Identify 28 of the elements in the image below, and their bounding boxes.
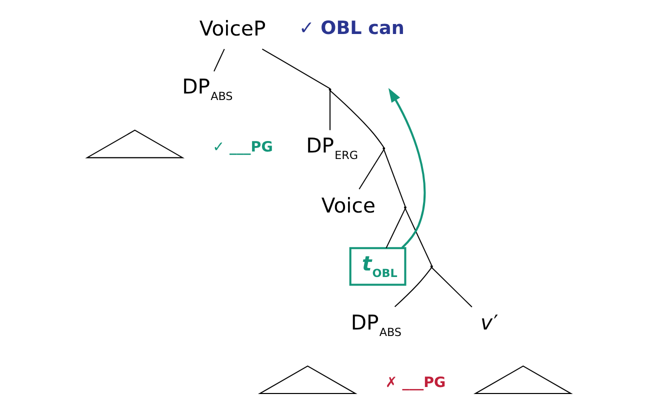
connector xyxy=(330,90,331,130)
node-point xyxy=(430,265,433,268)
node-text: DP$_{ABS}$ xyxy=(182,74,233,104)
node-box: t$_{OBL}$ xyxy=(349,247,406,286)
label: ✓ OBL can xyxy=(299,18,404,40)
connector xyxy=(431,267,472,308)
node-triangle xyxy=(473,366,573,394)
node-label: ✗ ___PG xyxy=(385,375,446,392)
node-text: v′ xyxy=(480,310,498,334)
node-point xyxy=(404,206,406,209)
node-label: ✓ ___PG xyxy=(212,139,273,156)
connector xyxy=(330,90,384,148)
connector xyxy=(214,48,225,72)
node-point xyxy=(328,88,332,91)
node-point xyxy=(382,147,386,150)
node-text: DP$_{ABS}$ xyxy=(350,310,402,339)
node-text: Voice xyxy=(321,194,376,218)
connector xyxy=(386,208,406,248)
connector xyxy=(358,149,384,190)
node-text: VoiceP xyxy=(199,16,266,41)
connector xyxy=(404,208,432,266)
node-text: DP$_{ERG}$ xyxy=(306,134,358,162)
node-triangle xyxy=(85,130,185,158)
connector xyxy=(383,150,406,206)
node-triangle xyxy=(258,366,358,394)
connector xyxy=(394,267,432,308)
connector xyxy=(262,48,330,89)
arrow xyxy=(388,88,426,248)
